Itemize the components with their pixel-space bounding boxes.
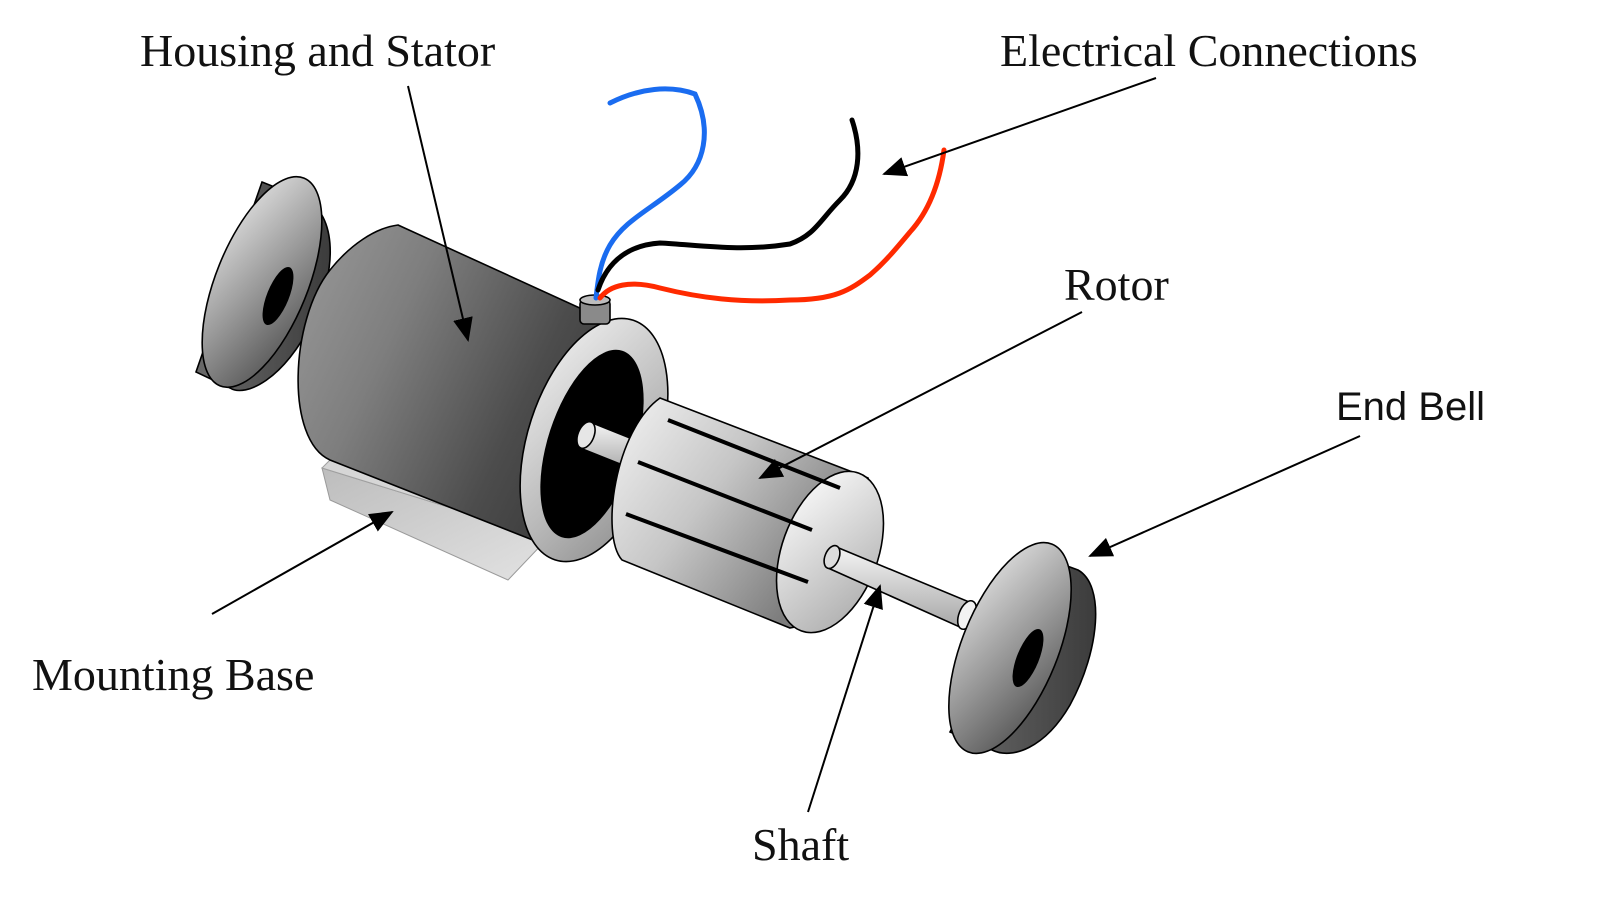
leader-lines: [211, 77, 1361, 813]
leader-end-bell: [1088, 435, 1361, 557]
wire-black: [595, 117, 861, 293]
leader-electrical-connections: [882, 77, 1157, 177]
rotor-bar: [625, 512, 809, 584]
right-end-bell-face: [948, 541, 1072, 755]
labels: Housing and Stator Electrical Connection…: [32, 25, 1485, 870]
leader-housing-stator: [407, 85, 473, 342]
right-end-bell: [948, 541, 1097, 755]
label-end-bell: End Bell: [1336, 385, 1485, 429]
label-rotor: Rotor: [1064, 259, 1169, 310]
label-housing-stator: Housing and Stator: [140, 25, 495, 76]
label-electrical-connections: Electrical Connections: [1000, 25, 1418, 76]
electrical-wires: [593, 86, 947, 304]
label-mounting-base: Mounting Base: [32, 649, 314, 700]
label-shaft: Shaft: [752, 819, 849, 870]
rotor-bar: [667, 418, 841, 490]
left-end-bell-hole: [262, 266, 294, 326]
rotor-bar: [637, 460, 813, 532]
leader-shaft: [807, 584, 883, 813]
leader-mounting-base: [211, 511, 394, 615]
rotor: [611, 397, 885, 634]
right-end-bell-hole: [1012, 628, 1044, 688]
leader-rotor: [758, 311, 1083, 479]
wire-red: [597, 147, 947, 304]
wire-blue: [593, 86, 707, 301]
left-end-bell-face: [201, 175, 323, 389]
left-end-bell: [195, 175, 331, 392]
